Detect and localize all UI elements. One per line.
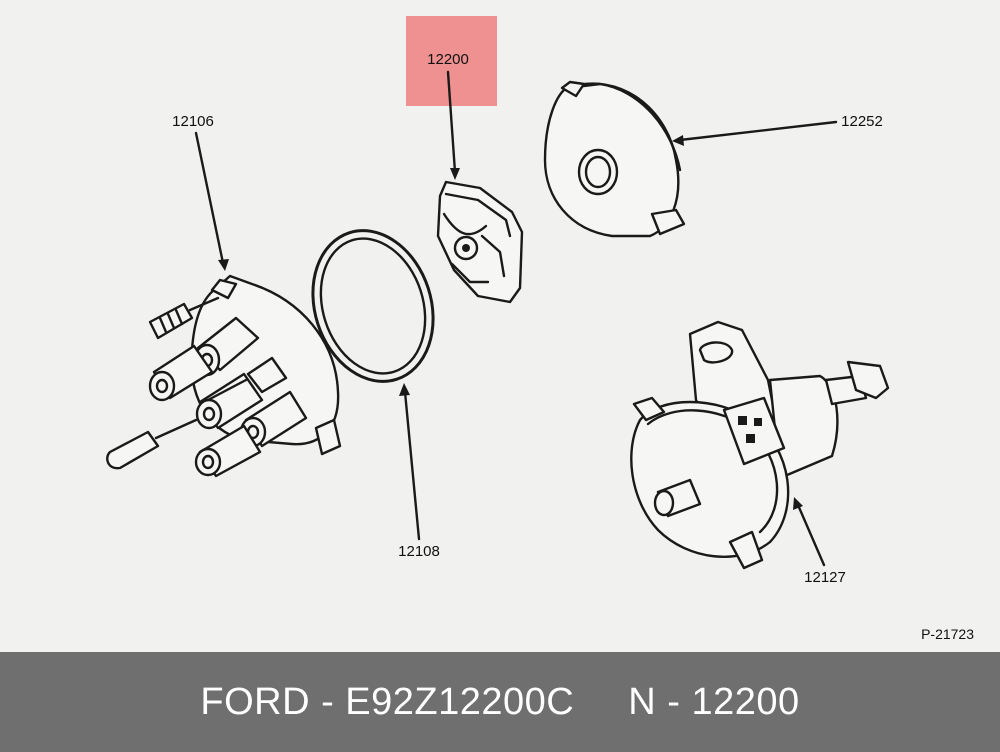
exploded-parts-diagram: 12200 12252 12106 12108 12127 P-21723 [106, 16, 974, 642]
part-12106-distributor-cap[interactable] [106, 274, 342, 478]
callout-12200[interactable]: 12200 [427, 51, 469, 68]
figure-code: P-21723 [921, 626, 974, 642]
brand-part-number: FORD - E92Z12200C [200, 680, 575, 723]
highlight-box [406, 16, 497, 106]
part-12200-rotor[interactable] [436, 180, 524, 304]
part-12252-shield[interactable] [543, 80, 686, 238]
callout-12127[interactable]: 12127 [804, 569, 846, 586]
callout-12252[interactable]: 12252 [841, 113, 883, 130]
callout-12108[interactable]: 12108 [398, 543, 440, 560]
callout-12106[interactable]: 12106 [172, 113, 214, 130]
part-12127-distributor-housing[interactable] [630, 320, 890, 570]
part-number-banner: FORD - E92Z12200C N - 12200 [0, 652, 1000, 752]
part-12108-gasket[interactable] [294, 215, 452, 397]
leader-lines [194, 70, 838, 567]
reference-number: N - 12200 [628, 680, 800, 723]
